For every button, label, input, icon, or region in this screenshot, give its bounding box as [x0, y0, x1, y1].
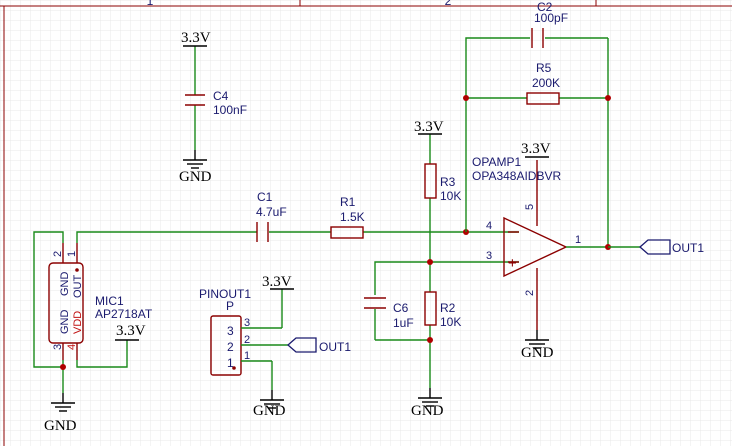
c4-ref: C4	[213, 89, 229, 103]
pinout1-vcc-label: 3.3V	[262, 274, 292, 290]
mic1-vcc-label: 3.3V	[116, 323, 146, 339]
opamp1-pin-4-num: 4	[486, 220, 492, 232]
mic1-body[interactable]: 2 3 4 1 GND GND VDD OUT MIC1 AP2718AT	[48, 243, 153, 360]
r2-ref: R2	[440, 301, 456, 315]
opamp1-pin-2-num: 2	[524, 290, 536, 296]
mic1-pin-2-num: 2	[52, 251, 64, 257]
r3-value: 10K	[440, 189, 461, 203]
bias-gnd-label: GND	[411, 403, 444, 419]
c6-capacitor[interactable]: C6 1uF	[364, 297, 414, 330]
c6-value: 1uF	[393, 316, 414, 330]
c1-capacitor[interactable]: C1 4.7uF	[256, 190, 287, 242]
mic1-pin-3-num: 3	[52, 344, 64, 350]
r5-resistor[interactable]: R5 200K	[526, 61, 560, 105]
r3-vcc-label: 3.3V	[414, 119, 444, 135]
junction-fb-left	[463, 95, 469, 101]
opamp1-pin-3-num: 3	[486, 250, 492, 262]
c4-vcc: 3.3V	[181, 30, 211, 47]
opamp1-vcc: 3.3V	[521, 141, 551, 158]
frame-zone-1: 1	[147, 0, 154, 8]
opamp1-ref: OPAMP1	[472, 155, 521, 169]
opamp1-pin-1-num: 1	[575, 234, 581, 246]
out1-net-label[interactable]: OUT1	[608, 239, 704, 255]
pinout1-pin-1-num: 1	[244, 350, 250, 362]
mic1-wiring	[33, 231, 128, 393]
c2-capacitor[interactable]: C2 100pF	[531, 0, 568, 48]
pinout1-ref: PINOUT1	[199, 287, 251, 301]
c4-vcc-label: 3.3V	[181, 30, 211, 46]
pinout1-value: P	[226, 299, 234, 313]
frame-zone-2: 2	[445, 0, 452, 8]
junction-bias	[427, 259, 433, 265]
c1-ref: C1	[257, 190, 273, 204]
mic1-vdd: 3.3V	[115, 323, 146, 341]
junction-fb-right	[605, 95, 611, 101]
r2-value: 10K	[440, 315, 461, 329]
c4-gnd-label: GND	[179, 169, 212, 185]
pinout1-out1-text: OUT1	[319, 340, 351, 354]
svg-text:+: +	[508, 255, 517, 272]
c6-ref: C6	[393, 301, 409, 315]
opamp1-pin-5-num: 5	[524, 204, 536, 210]
r5-value: 200K	[532, 76, 560, 90]
mic1-pin-name-gnd-b: GND	[59, 310, 71, 335]
bias-wiring	[374, 134, 519, 388]
opamp1-gnd: GND	[521, 329, 554, 361]
pinout1-pin-3-num: 3	[244, 317, 250, 329]
c4-capacitor[interactable]: C4 100nF	[185, 46, 247, 150]
mic1-pin-4-num: 4	[66, 344, 78, 350]
pinout1-vcc-wire: 3.3V	[262, 274, 294, 328]
pinout1-pin-2-label: 2	[227, 340, 234, 354]
r3-ref: R3	[440, 175, 456, 189]
r3-vcc: 3.3V	[414, 119, 444, 135]
mic1-pin-name-gnd-a: GND	[59, 272, 71, 297]
opamp1-value: OPA348AIDBVR	[472, 169, 561, 183]
opamp1-vcc-label: 3.3V	[521, 141, 551, 157]
c4-value: 100nF	[213, 103, 247, 117]
pinout1-header[interactable]: 3 2 1 3 2 1 PINOUT1 P	[199, 287, 288, 376]
r1-ref: R1	[340, 195, 356, 209]
opamp1-gnd-label: GND	[521, 345, 554, 361]
mic1-ref: MIC1	[95, 294, 124, 308]
pinout1-gnd: GND	[253, 389, 286, 419]
c4-gnd: GND	[179, 149, 212, 185]
c2-value: 100pF	[534, 11, 568, 25]
pinout1-gnd-label: GND	[253, 403, 286, 419]
mic1-value: AP2718AT	[95, 307, 153, 321]
out1-label-text: OUT1	[672, 241, 704, 255]
pinout1-out1-label[interactable]: OUT1	[287, 337, 351, 354]
r5-ref: R5	[536, 61, 552, 75]
svg-text:−: −	[509, 224, 518, 241]
input-wire	[76, 229, 519, 243]
mic1-gnd: GND	[44, 392, 77, 434]
mic1-pin-name-vdd: VDD	[72, 311, 84, 334]
mic1-pin-name-out: OUT	[72, 275, 84, 299]
bias-gnd: GND	[411, 387, 444, 419]
c2-ref: C2	[537, 0, 553, 14]
opamp1[interactable]: − + 4 3 1 5 2 OPAMP1 OPA348AIDBVR	[472, 155, 608, 330]
feedback-wiring	[463, 37, 611, 250]
pinout1-pin-1-label: 1	[227, 356, 234, 370]
junction-mic-gnd	[60, 364, 66, 370]
pinout1-pin-2-num: 2	[244, 334, 250, 346]
mic1-gnd-label: GND	[44, 418, 77, 434]
junction-bias-gnd	[427, 337, 433, 343]
r3-resistor[interactable]: R3 10K	[424, 163, 461, 203]
r1-value: 1.5K	[340, 210, 365, 224]
r1-resistor[interactable]: R1 1.5K	[330, 195, 365, 239]
r2-resistor[interactable]: R2 10K	[424, 291, 461, 329]
mic1-pin-1-num: 1	[66, 251, 78, 257]
c1-value: 4.7uF	[256, 205, 287, 219]
pinout1-pin-3-label: 3	[227, 324, 234, 338]
